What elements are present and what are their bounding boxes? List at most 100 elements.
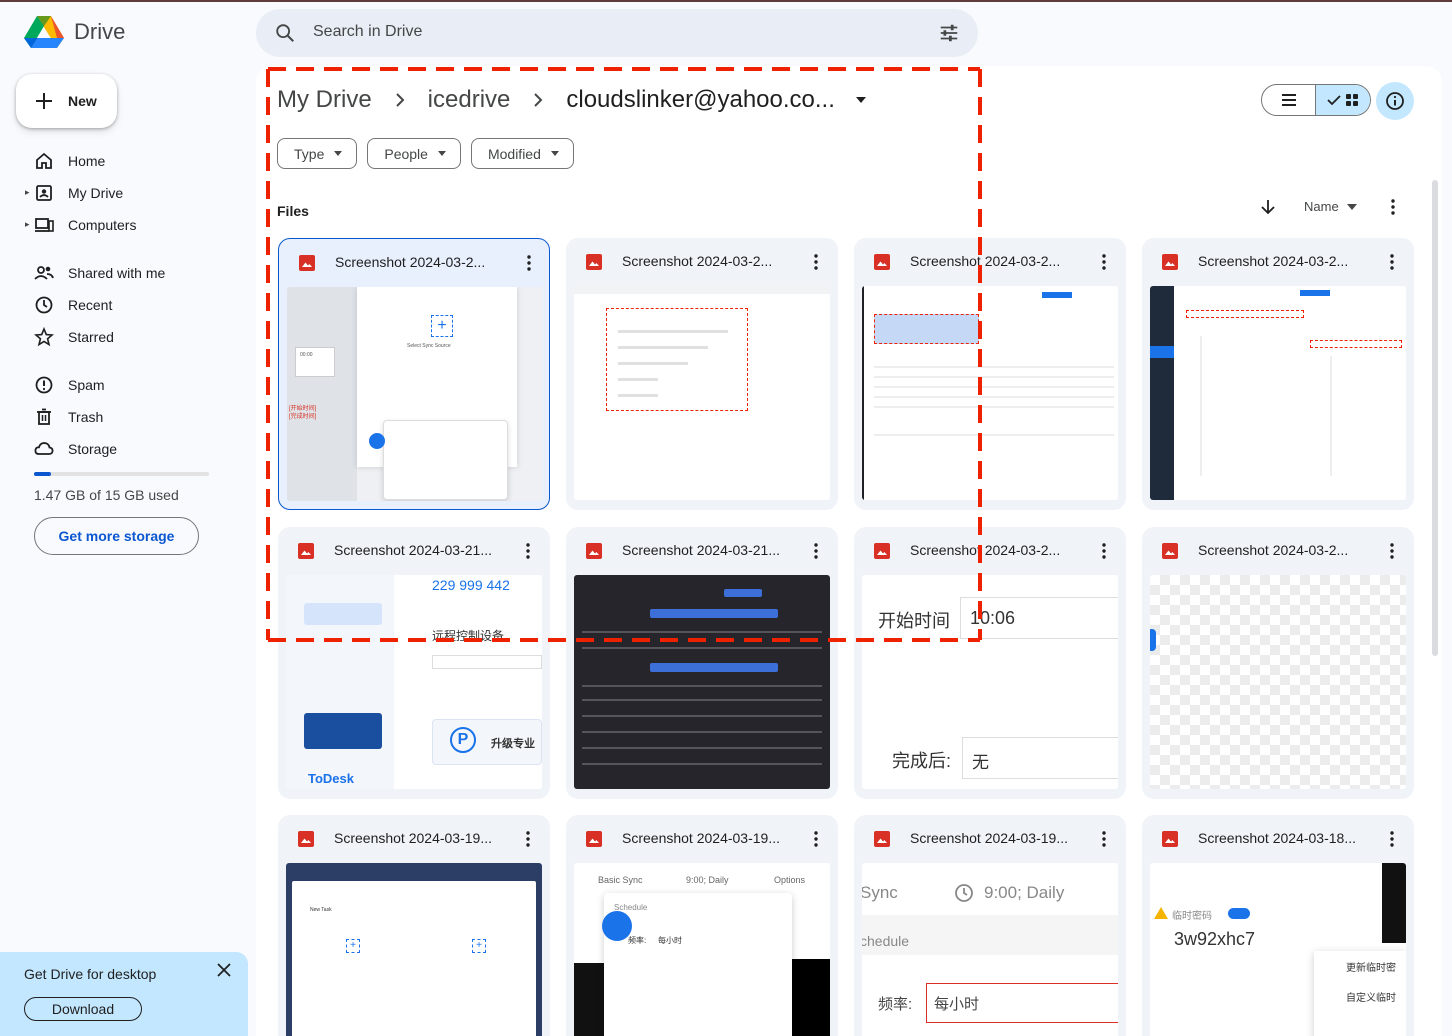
search-bar[interactable]: Search in Drive bbox=[256, 9, 978, 57]
sidebar-item-shared[interactable]: Shared with me bbox=[0, 257, 248, 289]
chevron-right-icon bbox=[534, 93, 543, 107]
image-file-icon bbox=[299, 255, 315, 271]
sort-by-button[interactable]: Name bbox=[1304, 199, 1357, 214]
more-vert-icon[interactable] bbox=[518, 541, 538, 561]
file-card[interactable]: Screenshot 2024-03-19... New Task + + bbox=[278, 815, 550, 1036]
sidebar-item-label: Recent bbox=[68, 297, 113, 313]
sidebar-item-spam[interactable]: Spam bbox=[0, 369, 248, 401]
sort-direction-icon[interactable] bbox=[1258, 197, 1278, 217]
image-file-icon bbox=[874, 831, 890, 847]
list-view-button[interactable] bbox=[1262, 85, 1315, 115]
sidebar-item-trash[interactable]: Trash bbox=[0, 401, 248, 433]
list-view-icon bbox=[1281, 94, 1296, 106]
file-card[interactable]: Screenshot 2024-03-2... bbox=[1142, 238, 1414, 510]
file-card[interactable]: Screenshot 2024-03-2... bbox=[854, 238, 1126, 510]
info-icon bbox=[1386, 92, 1404, 110]
file-card[interactable]: Screenshot 2024-03-2... bbox=[1142, 527, 1414, 799]
drive-logo-icon bbox=[24, 16, 64, 48]
promo-title: Get Drive for desktop bbox=[24, 966, 157, 982]
sidebar-item-recent[interactable]: Recent bbox=[0, 289, 248, 321]
sidebar-item-starred[interactable]: Starred bbox=[0, 321, 248, 353]
file-card[interactable]: Screenshot 2024-03-18... 临时密码 3w92xhc7 更… bbox=[1142, 815, 1414, 1036]
filter-modified-chip[interactable]: Modified bbox=[470, 138, 574, 169]
file-card[interactable]: Screenshot 2024-03-2... 00:00 + Select S… bbox=[278, 238, 550, 510]
file-card[interactable]: Screenshot 2024-03-2... 开始时间 10:06 完成后: … bbox=[854, 527, 1126, 799]
thumb-sync-label: Sync bbox=[862, 883, 898, 902]
new-button-label: New bbox=[68, 93, 97, 109]
plus-icon bbox=[36, 93, 52, 109]
more-vert-icon[interactable] bbox=[518, 829, 538, 849]
sidebar-item-label: Shared with me bbox=[68, 265, 166, 281]
get-more-storage-button[interactable]: Get more storage bbox=[34, 517, 199, 555]
more-vert-icon[interactable] bbox=[1382, 829, 1402, 849]
sidebar-item-label: Home bbox=[68, 153, 106, 169]
dropdown-arrow-icon[interactable] bbox=[855, 94, 867, 106]
drive-logo[interactable]: Drive bbox=[24, 14, 125, 50]
file-thumbnail bbox=[574, 575, 830, 789]
grid-view-icon bbox=[1346, 94, 1358, 106]
filter-chips: Type People Modified bbox=[277, 138, 574, 169]
more-vert-icon[interactable] bbox=[806, 252, 826, 272]
image-file-icon bbox=[298, 831, 314, 847]
file-card[interactable]: Screenshot 2024-03-21... bbox=[566, 527, 838, 799]
file-card[interactable]: Screenshot 2024-03-19... Sync 9:00; Dail… bbox=[854, 815, 1126, 1036]
grid-view-button[interactable] bbox=[1315, 85, 1370, 115]
storage-usage-bar bbox=[34, 472, 209, 476]
expand-caret-icon[interactable]: ▸ bbox=[25, 187, 30, 197]
expand-caret-icon[interactable]: ▸ bbox=[25, 219, 30, 229]
desktop-promo-banner: Get Drive for desktop Download bbox=[0, 952, 248, 1036]
more-vert-icon[interactable] bbox=[806, 829, 826, 849]
breadcrumb-icedrive[interactable]: icedrive bbox=[427, 86, 511, 113]
dropdown-arrow-icon bbox=[437, 151, 446, 156]
file-thumbnail: 00:00 + Select Sync Source [开始时间][完成时间] bbox=[287, 287, 543, 501]
image-file-icon bbox=[298, 543, 314, 559]
clock-icon bbox=[955, 884, 973, 902]
details-button[interactable] bbox=[1376, 82, 1414, 120]
more-vert-icon[interactable] bbox=[1383, 197, 1403, 217]
file-card[interactable]: Screenshot 2024-03-19... Basic Sync 9:00… bbox=[566, 815, 838, 1036]
file-name: Screenshot 2024-03-2... bbox=[910, 542, 1061, 558]
filter-chip-label: Modified bbox=[487, 145, 541, 162]
main-content: My Drive icedrive cloudslinker@yahoo.co.… bbox=[256, 66, 1442, 1036]
image-file-icon bbox=[874, 254, 890, 270]
sidebar-item-computers[interactable]: ▸ Computers bbox=[0, 209, 248, 241]
more-vert-icon[interactable] bbox=[1094, 252, 1114, 272]
more-vert-icon[interactable] bbox=[806, 541, 826, 561]
star-icon bbox=[34, 327, 54, 347]
image-file-icon bbox=[586, 831, 602, 847]
filter-people-chip[interactable]: People bbox=[367, 138, 461, 169]
computers-icon bbox=[35, 218, 54, 232]
file-thumbnail: New Task + + bbox=[286, 863, 542, 1036]
breadcrumb-my-drive[interactable]: My Drive bbox=[277, 86, 372, 113]
scrollbar[interactable] bbox=[1432, 180, 1438, 656]
sidebar-item-storage[interactable]: Storage bbox=[0, 433, 248, 465]
more-vert-icon[interactable] bbox=[1382, 252, 1402, 272]
file-thumbnail bbox=[574, 286, 830, 500]
file-name: Screenshot 2024-03-21... bbox=[334, 542, 492, 558]
my-drive-icon bbox=[36, 185, 52, 201]
dropdown-arrow-icon bbox=[334, 151, 343, 156]
filter-type-chip[interactable]: Type bbox=[277, 138, 358, 169]
close-icon[interactable] bbox=[214, 960, 234, 980]
thumb-start-time-label: 开始时间 bbox=[878, 611, 950, 631]
warning-icon bbox=[1154, 907, 1168, 919]
file-card[interactable]: Screenshot 2024-03-2... bbox=[566, 238, 838, 510]
new-button[interactable]: New bbox=[16, 74, 117, 128]
sidebar-item-home[interactable]: Home bbox=[0, 145, 248, 177]
more-vert-icon[interactable] bbox=[1094, 541, 1114, 561]
download-button[interactable]: Download bbox=[24, 997, 142, 1021]
file-card[interactable]: Screenshot 2024-03-21... ToDesk 229 999 … bbox=[278, 527, 550, 799]
sidebar-item-my-drive[interactable]: ▸ My Drive bbox=[0, 177, 248, 209]
search-options-icon[interactable] bbox=[938, 22, 960, 44]
thumb-basic-time: 9:00; Daily bbox=[686, 875, 729, 885]
sidebar-item-label: Trash bbox=[68, 409, 104, 425]
more-vert-icon[interactable] bbox=[1382, 541, 1402, 561]
more-vert-icon[interactable] bbox=[519, 253, 539, 273]
sidebar-item-label: Computers bbox=[68, 217, 137, 233]
thumb-freq-label: 频率: bbox=[878, 996, 913, 1013]
more-vert-icon[interactable] bbox=[1094, 829, 1114, 849]
cloud-icon bbox=[34, 442, 54, 455]
search-icon[interactable] bbox=[274, 22, 296, 44]
breadcrumb-current-folder[interactable]: cloudslinker@yahoo.co... bbox=[566, 86, 835, 113]
search-input[interactable]: Search in Drive bbox=[313, 23, 423, 40]
